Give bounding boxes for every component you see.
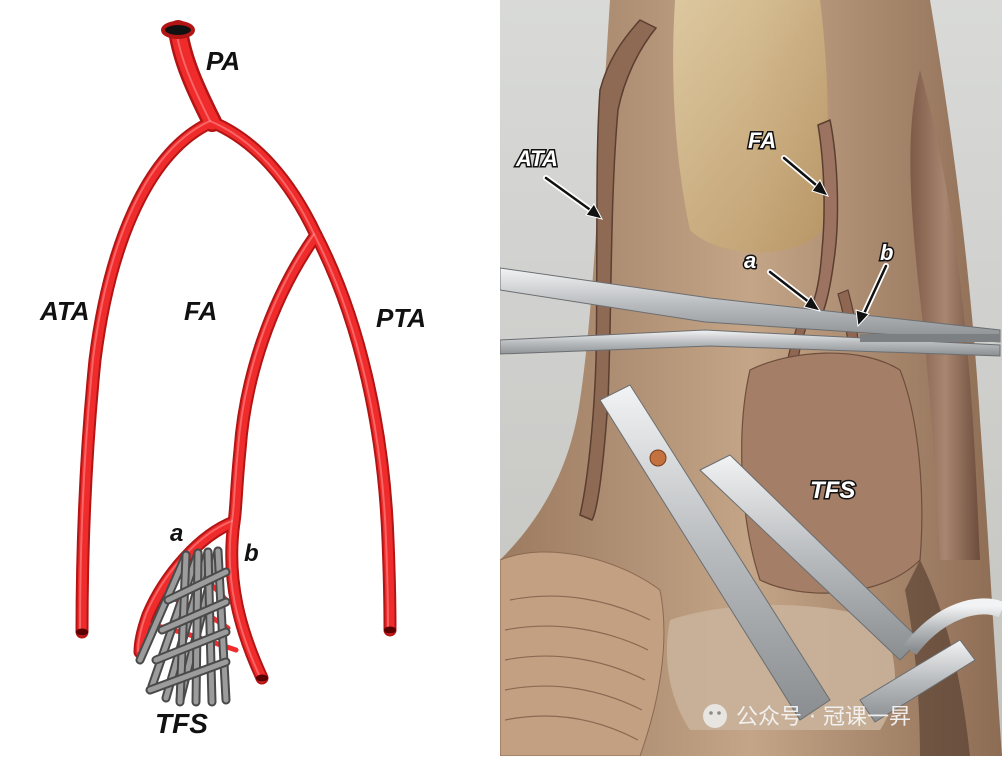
photo-ata-vessel [579,19,658,521]
annotation-arrows [543,155,889,328]
fibular-artery-fill [229,230,321,527]
tibioperoneal-trunk-highlight [209,120,315,235]
arrow-ata [585,203,603,220]
tendon-band [673,0,828,253]
photo-label-b: b [880,240,893,265]
artery-schematic: PA ATA FA PTA a b TFS [39,20,426,739]
label-ata: ATA [39,296,90,326]
retractor-arm-1 [599,384,831,721]
arrow-fa [811,179,829,197]
posterior-tibial-artery-highlight [313,233,389,630]
arrow-a [803,295,822,312]
label-fa: FA [184,296,217,326]
tibioperoneal-trunk [205,115,323,242]
fibular-branch-b-highlight [228,520,261,678]
popliteal-lumen [161,21,195,39]
branch-b-end-cap [256,674,268,682]
retractor-ring [903,598,1002,655]
watermark: 公众号 · 冠课一昇 [703,704,911,730]
forceps-ratchet [860,334,1000,342]
label-a: a [170,520,183,547]
photo-label-fa: FA [748,128,776,153]
anterior-tibial-artery-highlight [79,120,211,632]
watermark-text: 公众号 · 冠课一昇 [736,705,911,730]
retractor-pin [649,449,667,467]
tfs-strut [147,659,229,693]
ata-end-cap [76,628,88,636]
photo-lower-left-muscle [500,551,665,756]
tfs-strut [137,552,189,663]
photo-label-tfs: TFS [810,477,855,504]
label-pta: PTA [376,303,426,333]
retractor-instrument [599,384,1002,723]
forceps-lower-jaw [500,329,1001,357]
tfs-strut [193,550,201,705]
tfs-strut [153,629,229,663]
artery-vessels [75,20,397,685]
wechat-icon [703,704,727,728]
label-tfs: TFS [155,708,208,739]
label-b: b [244,540,259,567]
fibular-branch-a-fill [135,517,239,657]
pta-end-cap [384,626,396,634]
label-pa: PA [206,46,240,76]
tfs-strut [165,569,229,603]
muscle-striations [504,595,651,741]
fibular-artery-highlight [231,233,315,522]
horizontal-forceps [500,267,1001,357]
arrow-b [855,309,870,328]
right-muscle [910,70,980,560]
schematic-diagram: PA ATA FA PTA a b TFS [0,0,500,756]
tfs-strut-lattice [135,546,231,707]
photo-label-ata: ATA [515,146,558,171]
anterior-tibial-artery-fill [77,117,217,637]
tfs-strut [159,599,229,633]
fibular-artery [227,228,323,529]
photo-label-a: a [744,248,756,273]
dissection-illustration: ATA FA a b TFS 公众号 · 冠课一昇 [500,0,1002,756]
popliteal-artery-fill [170,22,220,130]
fibular-branch-a-highlight [137,520,233,652]
fibular-branch-b-fill [227,517,267,683]
dissection-photo: ATA FA a b TFS 公众号 · 冠课一昇 [500,0,1002,756]
retractor-handle [859,639,976,723]
posterior-tibial-artery-fill [311,230,395,635]
